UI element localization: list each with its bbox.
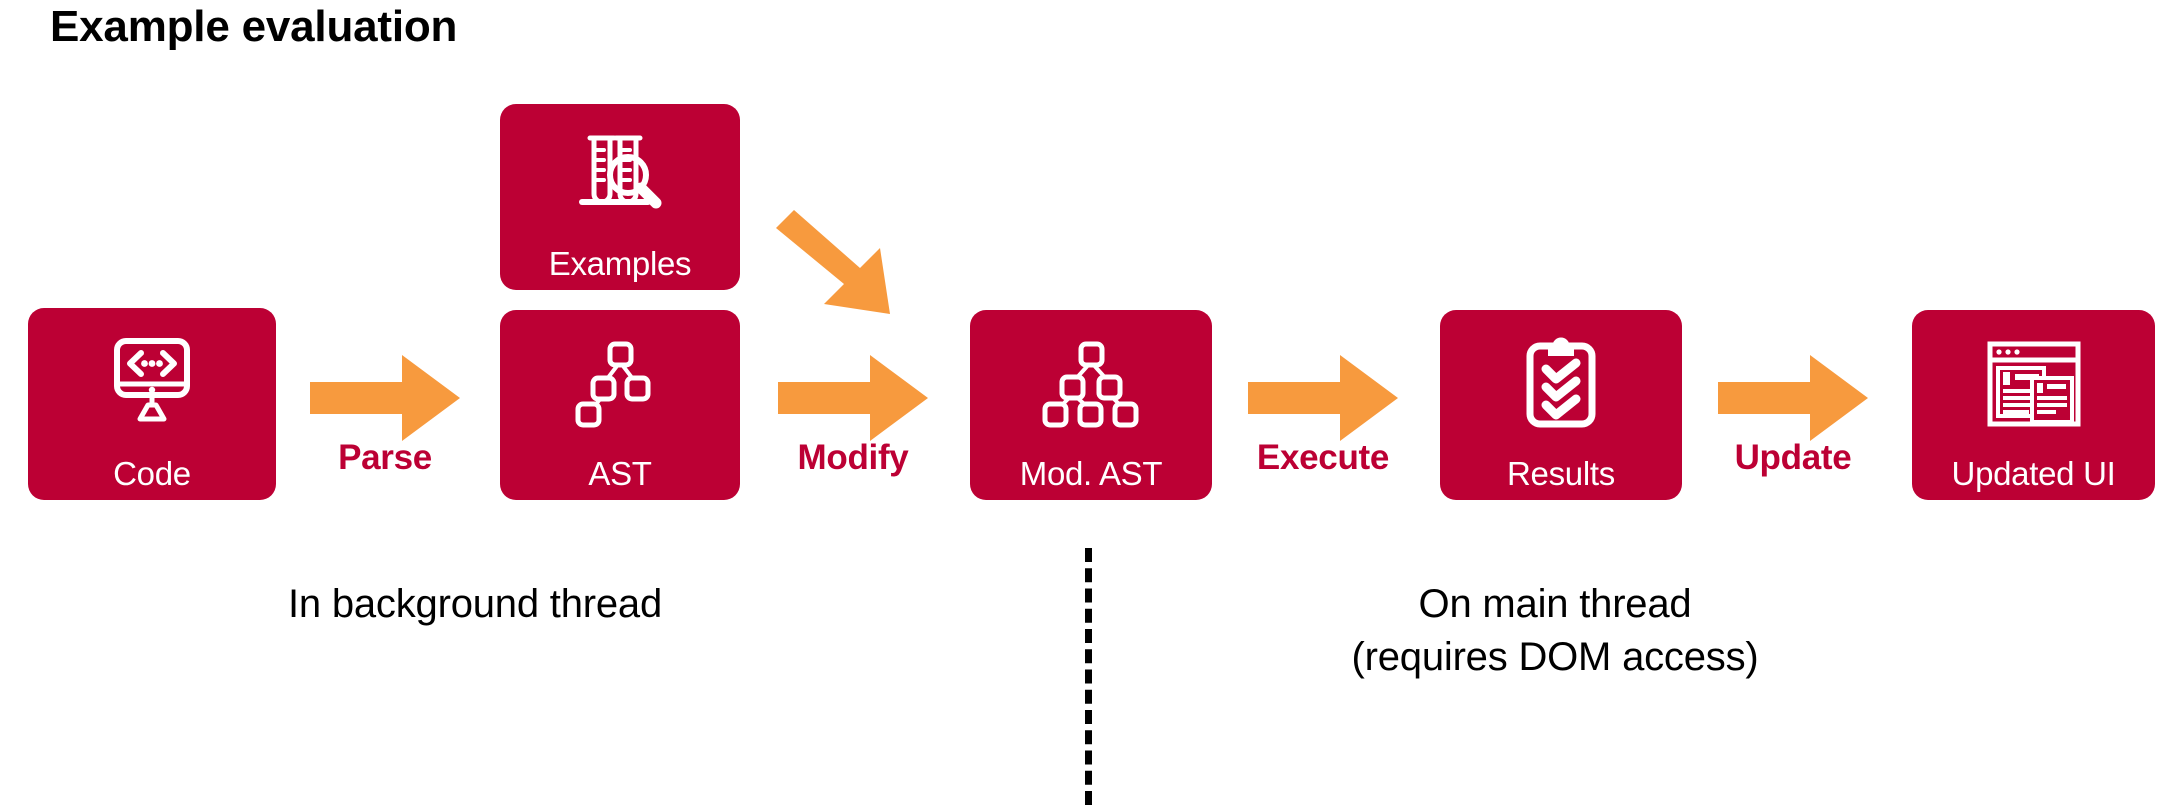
pipeline-node-label: Examples — [548, 245, 692, 282]
arrow-label-modify: Modify — [797, 438, 909, 477]
pipeline-node-examples[interactable]: Examples — [500, 104, 740, 290]
arrow-label-parse: Parse — [338, 438, 432, 477]
browser-window-icon — [1912, 310, 2155, 457]
annotation-main-thread: On main thread (requires DOM access) — [1245, 578, 1865, 684]
arrow-examples-to-mod-ast-icon — [772, 210, 912, 320]
pipeline-node-label: Results — [1507, 455, 1615, 492]
pipeline-node-updated-ui[interactable]: Updated UI — [1912, 310, 2155, 500]
pipeline-node-label: Updated UI — [1951, 455, 2116, 492]
annotation-main-thread-line2: (requires DOM access) — [1351, 634, 1759, 679]
arrow-label-update: Update — [1734, 438, 1852, 477]
page-title: Example evaluation — [50, 2, 458, 51]
pipeline-node-label: Code — [113, 455, 191, 492]
thread-divider — [1085, 548, 1092, 805]
tree-nodes-expanded-icon — [970, 310, 1212, 457]
annotation-background-thread: In background thread — [287, 582, 663, 626]
pipeline-node-results[interactable]: Results — [1440, 310, 1682, 500]
arrow-execute-icon — [1248, 355, 1398, 441]
annotation-main-thread-line1: On main thread — [1418, 582, 1692, 626]
arrow-label-execute: Execute — [1256, 438, 1390, 477]
arrow-update-icon — [1718, 355, 1868, 441]
pipeline-node-mod-ast[interactable]: Mod. AST — [970, 310, 1212, 500]
pipeline-node-ast[interactable]: AST — [500, 310, 740, 500]
pipeline-node-code[interactable]: Code — [28, 308, 276, 500]
tree-nodes-icon — [500, 310, 740, 457]
test-tubes-magnifier-icon — [500, 104, 740, 247]
monitor-code-icon — [28, 308, 276, 457]
clipboard-checks-icon — [1440, 310, 1682, 457]
arrow-parse-icon — [310, 355, 460, 441]
pipeline-node-label: AST — [588, 455, 652, 492]
arrow-modify-icon — [778, 355, 928, 441]
pipeline-node-label: Mod. AST — [1019, 455, 1163, 492]
